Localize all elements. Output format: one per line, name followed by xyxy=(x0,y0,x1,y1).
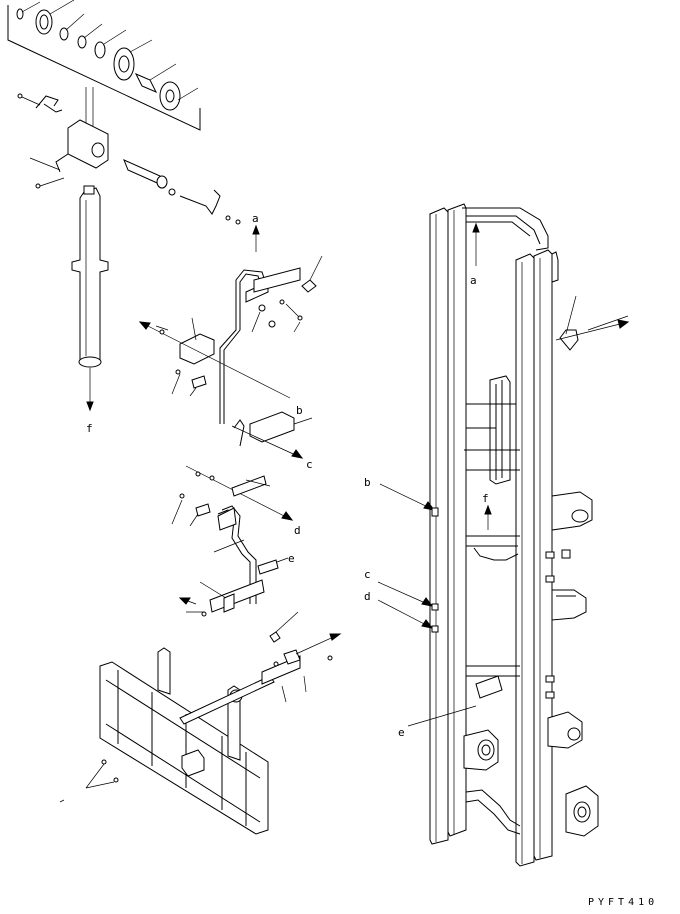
callout-f-right: f xyxy=(482,492,489,505)
callout-c-right: c xyxy=(364,568,371,581)
mast-group: a f xyxy=(364,203,630,867)
hose-bracket-group-middle: d e xyxy=(171,465,301,617)
carriage-group xyxy=(59,611,342,835)
callout-a-left: a xyxy=(252,212,259,225)
callout-b-left: b xyxy=(296,404,303,417)
pulley-assembly-group xyxy=(7,0,201,142)
drawing-code: PYFT410 xyxy=(588,897,658,908)
callout-b-right: b xyxy=(364,476,371,489)
lift-cylinder-group: f a xyxy=(17,93,260,435)
hose-bracket-group-upper: b c xyxy=(138,255,323,471)
callout-a-right: a xyxy=(470,274,477,287)
callout-e-right: e xyxy=(398,726,405,739)
callout-c-left: c xyxy=(306,458,313,471)
callout-e-left: e xyxy=(288,552,295,565)
callout-d-right: d xyxy=(364,590,371,603)
callout-d-left: d xyxy=(294,524,301,537)
callout-f-left: f xyxy=(86,422,93,435)
